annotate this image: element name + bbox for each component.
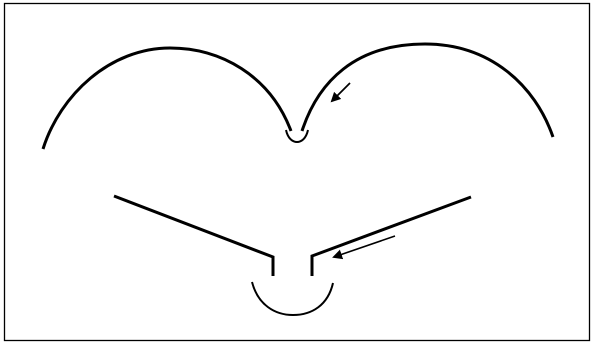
left-arc xyxy=(43,48,291,149)
junction-notch xyxy=(286,130,308,142)
figure-border xyxy=(5,4,590,341)
bottom-cup xyxy=(252,282,333,315)
left-slope-wall xyxy=(114,196,273,276)
top-diagram xyxy=(43,44,553,149)
bottom-diagram xyxy=(114,196,471,315)
right-arc xyxy=(302,44,553,137)
bottom-arrow xyxy=(334,236,395,257)
top-arrow xyxy=(332,83,350,101)
